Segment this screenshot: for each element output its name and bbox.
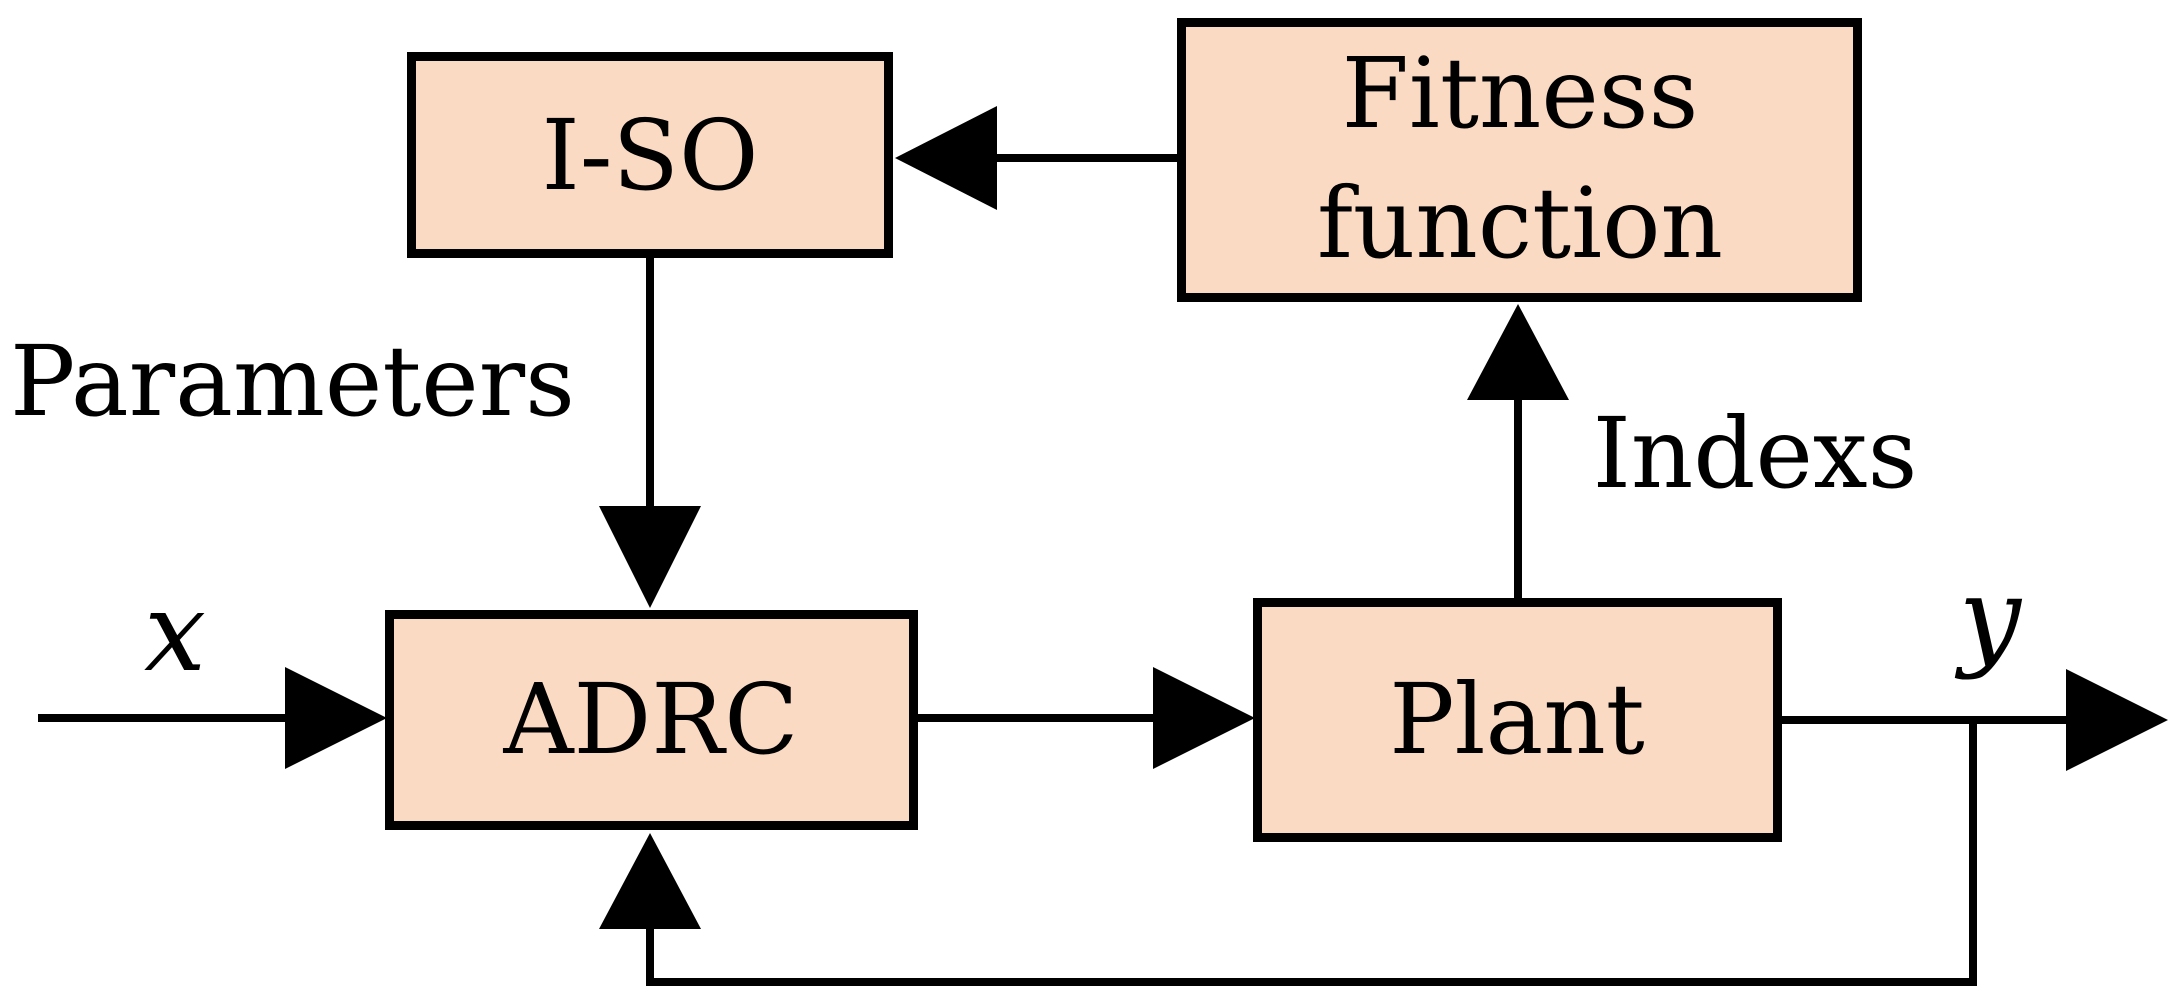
input-signal-label: x	[144, 568, 206, 696]
arrow-plant-to-fitness	[1467, 304, 1569, 602]
output-signal-label: y	[1954, 553, 2023, 681]
block-adrc: ADRC	[385, 610, 918, 830]
iso-label: I-SO	[541, 99, 758, 212]
block-fitness-function: Fitness function	[1177, 18, 1862, 302]
arrowhead-right-icon	[2066, 669, 2168, 771]
arrow-plant-to-output	[1778, 669, 2168, 771]
block-plant: Plant	[1253, 598, 1782, 842]
arrow-fitness-to-iso	[895, 106, 1181, 210]
arrowhead-right-icon	[1153, 667, 1255, 769]
iso-box	[407, 52, 893, 258]
parameters-label: Parameters	[10, 325, 575, 438]
wire-feedback	[646, 720, 1977, 986]
arrowhead-left-icon	[895, 106, 997, 210]
fitness-box	[1177, 18, 1862, 302]
feedback-loop	[599, 720, 1977, 986]
fitness-label-line1: Fitness	[1342, 37, 1699, 150]
arrowhead-down-icon	[599, 506, 701, 608]
arrow-adrc-to-plant	[914, 667, 1255, 769]
arrowhead-right-icon	[285, 667, 387, 769]
arrowhead-up-icon	[1467, 304, 1569, 400]
plant-label: Plant	[1389, 663, 1645, 776]
fitness-label-line2: function	[1317, 167, 1723, 280]
arrow-input-to-adrc	[38, 667, 387, 769]
block-iso: I-SO	[407, 52, 893, 258]
arrowhead-up-icon	[599, 833, 701, 929]
indexs-label: Indexs	[1593, 397, 1918, 510]
adrc-box	[385, 610, 918, 830]
adrc-label: ADRC	[502, 663, 798, 776]
arrow-iso-to-adrc	[599, 254, 701, 608]
plant-box	[1253, 598, 1782, 842]
